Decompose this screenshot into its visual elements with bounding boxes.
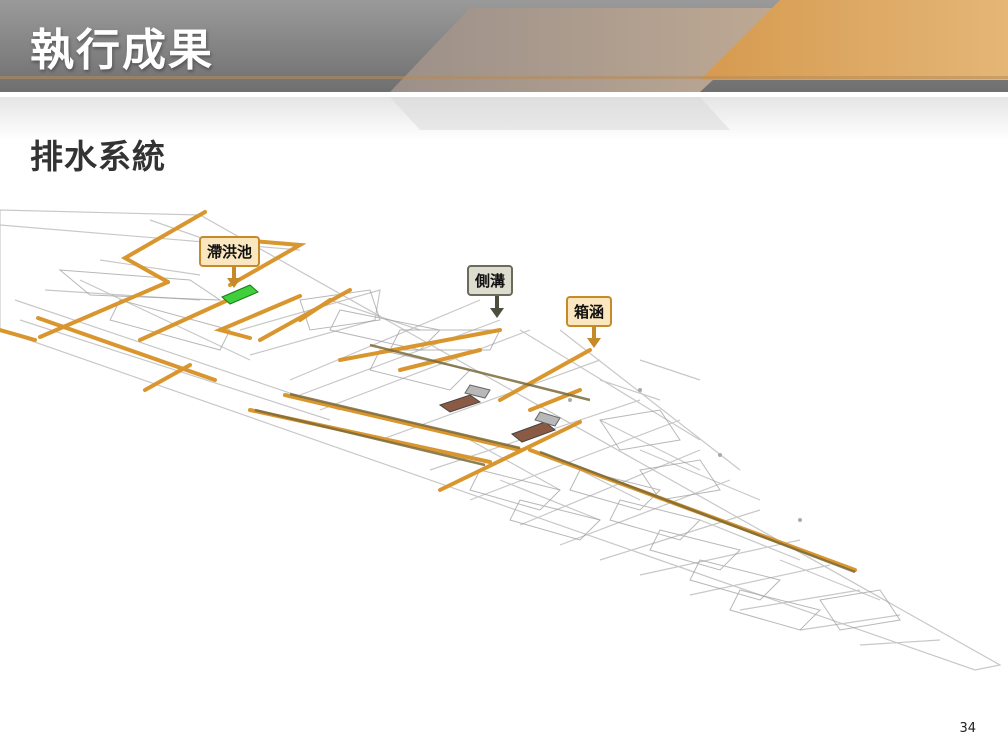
header-banner bbox=[0, 0, 1008, 140]
drainage-map bbox=[0, 209, 1002, 671]
box-culvert-structure-1 bbox=[438, 384, 491, 413]
callout-box-culvert: 箱涵 bbox=[566, 296, 613, 327]
road-outline-layer bbox=[0, 209, 1002, 671]
side-ditch-lines bbox=[254, 343, 856, 574]
slide-title: 執行成果 bbox=[30, 25, 214, 76]
detention-pond bbox=[221, 284, 259, 305]
callout-side-ditch: 側溝 bbox=[467, 265, 514, 296]
section-subtitle: 排水系統 bbox=[30, 137, 166, 176]
box-culvert-lines bbox=[0, 210, 857, 572]
callout-detention-pond: 滯洪池 bbox=[199, 236, 261, 267]
box-culvert-structure-2 bbox=[510, 411, 561, 443]
road-inner-layer bbox=[58, 269, 901, 631]
page-number: 34 bbox=[959, 721, 976, 736]
